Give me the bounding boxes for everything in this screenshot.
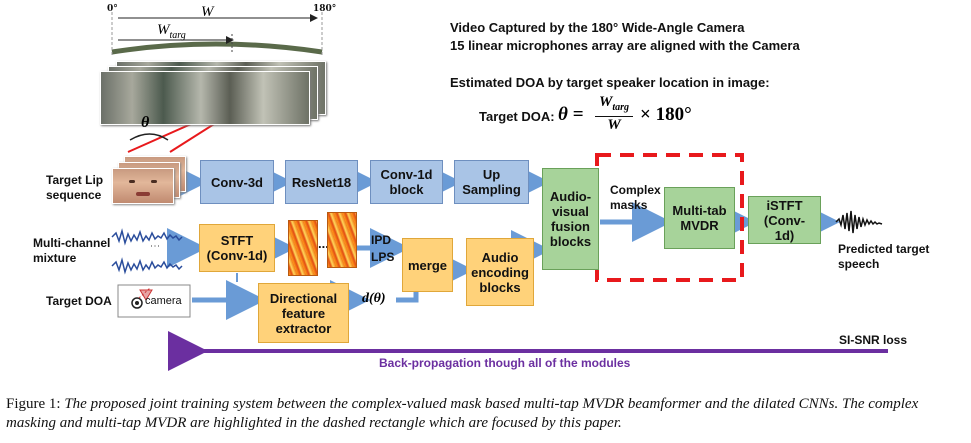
predicted-speech-label: Predicted target speech — [838, 242, 930, 271]
stft-block: STFT (Conv-1d) — [199, 224, 275, 272]
input-mixture-label: Multi-channel mixture — [33, 236, 111, 265]
resnet18-block: ResNet18 — [285, 160, 358, 204]
figure-caption: Figure 1: The proposed joint training sy… — [6, 396, 919, 431]
line-dtheta-merge — [396, 292, 419, 303]
backprop-label: Back-propagation though all of the modul… — [379, 356, 631, 370]
spectrogram-2 — [327, 212, 357, 268]
waveform-ch1 — [111, 228, 183, 246]
complex-masks-label: Complex masks — [610, 183, 661, 212]
directional-feature-extractor-block: Directional feature extractor — [258, 283, 349, 343]
camera-frame — [117, 284, 191, 318]
conv1d-block: Conv-1d block — [370, 160, 443, 204]
ipd-label: IPD — [371, 233, 392, 247]
input-doa-label: Target DOA — [46, 294, 112, 308]
doa-prefix: Target DOA: — [479, 109, 555, 124]
fusion-block: Audio-visual fusion blocks — [542, 168, 599, 270]
input-lip-label: Target Lip sequence — [46, 173, 104, 202]
doa-rhs: × 180° — [640, 104, 692, 125]
note-line2: 15 linear microphones array are aligned … — [450, 38, 800, 53]
spectrogram-1 — [288, 220, 318, 276]
audio-encoding-block: Audio encoding blocks — [466, 238, 534, 306]
panorama-strip — [111, 41, 323, 55]
doa-fraction: Wtarg W — [593, 94, 635, 134]
conv3d-block: Conv-3d — [200, 160, 274, 204]
doa-ray — [138, 287, 151, 299]
mixture-dots: ⋮ — [149, 241, 160, 251]
camera-icon-label: camera — [145, 295, 182, 307]
wtarg-label: Wtarg — [157, 22, 186, 41]
camera-lens-dot — [135, 301, 139, 305]
dtheta-label: d(θ) — [362, 291, 386, 306]
upsampling-block: Up Sampling — [454, 160, 529, 204]
camera-lens-icon — [131, 297, 143, 309]
lps-label: LPS — [371, 250, 395, 264]
theta-arc — [129, 133, 169, 141]
lip-frame-front — [112, 168, 174, 204]
highlight-dashed-rect — [595, 153, 744, 282]
istft-block: iSTFT (Conv-1d) — [748, 196, 821, 244]
note-line3: Estimated DOA by target speaker location… — [450, 75, 770, 90]
merge-block: merge — [402, 238, 453, 292]
deg180-label: 180° — [313, 4, 337, 14]
theta-label: θ — [141, 114, 150, 131]
waveform-chN — [111, 257, 183, 275]
predicted-waveform — [835, 210, 883, 234]
deg0-label: 0° — [107, 4, 118, 14]
w-label: W — [201, 4, 214, 20]
doa-lhs: θ = — [558, 104, 584, 125]
panorama-photo-front — [100, 71, 310, 125]
spectrogram-dots: ... — [318, 236, 329, 251]
mvdr-block: Multi-tab MVDR — [664, 187, 735, 249]
note-line1: Video Captured by the 180° Wide-Angle Ca… — [450, 20, 745, 35]
sisnr-label: SI-SNR loss — [839, 333, 908, 347]
